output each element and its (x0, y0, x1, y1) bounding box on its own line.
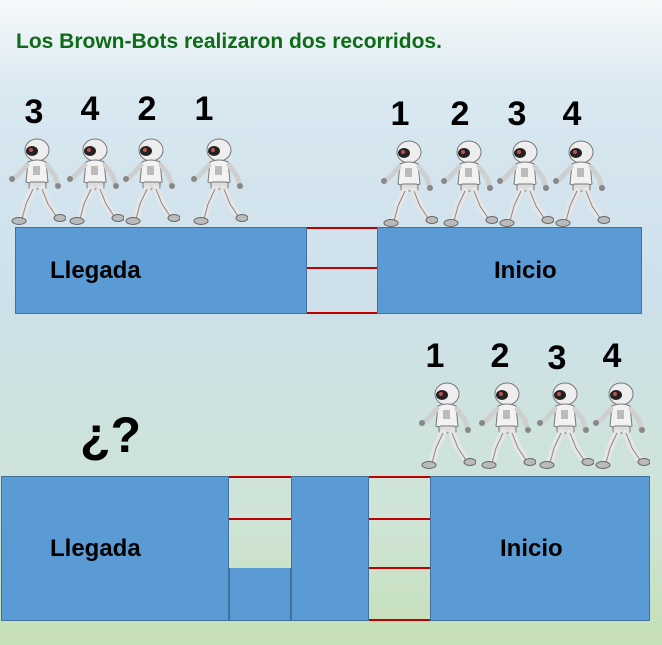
robot-number: 2 (490, 337, 510, 375)
ladder-rung (369, 567, 430, 569)
question-mark: ¿? (80, 407, 142, 463)
middle-block (291, 476, 369, 621)
ladder-rung (369, 476, 430, 478)
robot-number: 1 (390, 95, 410, 133)
robot-number: 4 (80, 90, 100, 128)
walking-robot-icon (66, 136, 124, 226)
ladder-rung (307, 227, 377, 229)
page-title: Los Brown-Bots realizaron dos recorridos… (16, 30, 442, 53)
start-block: Inicio (377, 227, 642, 314)
arrival-label: Llegada (50, 535, 141, 562)
robot-number: 1 (425, 337, 445, 375)
start-label: Inicio (494, 257, 557, 284)
robot-number: 2 (137, 90, 157, 128)
walking-robot-icon (418, 380, 476, 470)
ladder-gap (307, 227, 377, 314)
ladder-rung (369, 619, 430, 621)
walking-robot-icon (380, 138, 438, 228)
start-label: Inicio (500, 535, 563, 562)
robot-number: 2 (450, 95, 470, 133)
ladder-gap (229, 476, 291, 568)
middle-block-base (229, 568, 291, 621)
walking-robot-icon (8, 136, 66, 226)
walking-robot-icon (440, 138, 498, 228)
robot-number: 3 (507, 95, 527, 133)
robot-number: 4 (602, 337, 622, 375)
walking-robot-icon (496, 138, 554, 228)
ladder-rung (307, 312, 377, 314)
ladder-rung (229, 476, 291, 478)
robot-number: 4 (562, 95, 582, 133)
arrival-block: Llegada (1, 476, 229, 621)
walking-robot-icon (552, 138, 610, 228)
ladder-rung (369, 518, 430, 520)
arrival-block: Llegada (15, 227, 307, 314)
walking-robot-icon (592, 380, 650, 470)
robot-number: 3 (24, 93, 44, 131)
walking-robot-icon (122, 136, 180, 226)
start-block: Inicio (430, 476, 650, 621)
walking-robot-icon (536, 380, 594, 470)
robot-number: 3 (547, 339, 567, 377)
walking-robot-icon (190, 136, 248, 226)
walking-robot-icon (478, 380, 536, 470)
ladder-gap (369, 476, 430, 621)
ladder-rung (229, 518, 291, 520)
arrival-label: Llegada (50, 257, 141, 284)
ladder-rung (307, 267, 377, 269)
robot-number: 1 (194, 90, 214, 128)
